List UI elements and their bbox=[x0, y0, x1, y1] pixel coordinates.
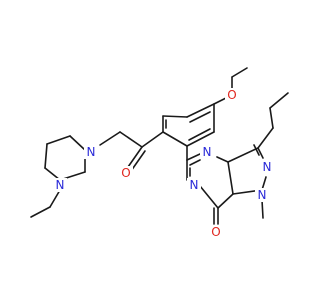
atom-label-n-methyl: N bbox=[255, 188, 269, 202]
atom-label-n-ring-upper: N bbox=[200, 145, 214, 159]
atom-label-n-pip-bottom: N bbox=[53, 178, 67, 192]
oxygen-atom: O bbox=[121, 166, 130, 180]
oxygen-atom: O bbox=[227, 88, 236, 102]
atom-label-n-pyrazole: N bbox=[260, 160, 274, 174]
atom-label-o-ether: O bbox=[225, 88, 239, 102]
atom-label-n-pip-top: N bbox=[84, 145, 98, 159]
ketone-chain-bonds bbox=[99, 131, 164, 172]
atom-label-o-carbonyl: O bbox=[209, 225, 223, 239]
pyrimidinone-ring-bonds bbox=[186, 153, 234, 225]
pyrazole-ring-bonds bbox=[227, 92, 289, 219]
oxygen-atom: O bbox=[211, 225, 220, 239]
atom-label-n-ring-lower: N bbox=[187, 178, 201, 192]
nitrogen-atom: N bbox=[56, 178, 65, 192]
nitrogen-atom: N bbox=[203, 145, 212, 159]
benzene-ring-bonds bbox=[162, 103, 215, 147]
nitrogen-atom: N bbox=[263, 160, 272, 174]
nitrogen-atom: N bbox=[258, 188, 267, 202]
nitrogen-atom: N bbox=[190, 178, 199, 192]
piperazine-ring-bonds bbox=[30, 135, 86, 218]
atom-label-o-ketone: O bbox=[119, 166, 133, 180]
nitrogen-atom: N bbox=[87, 145, 96, 159]
chemical-structure-diagram: O N N O N N N N O bbox=[30, 67, 289, 239]
